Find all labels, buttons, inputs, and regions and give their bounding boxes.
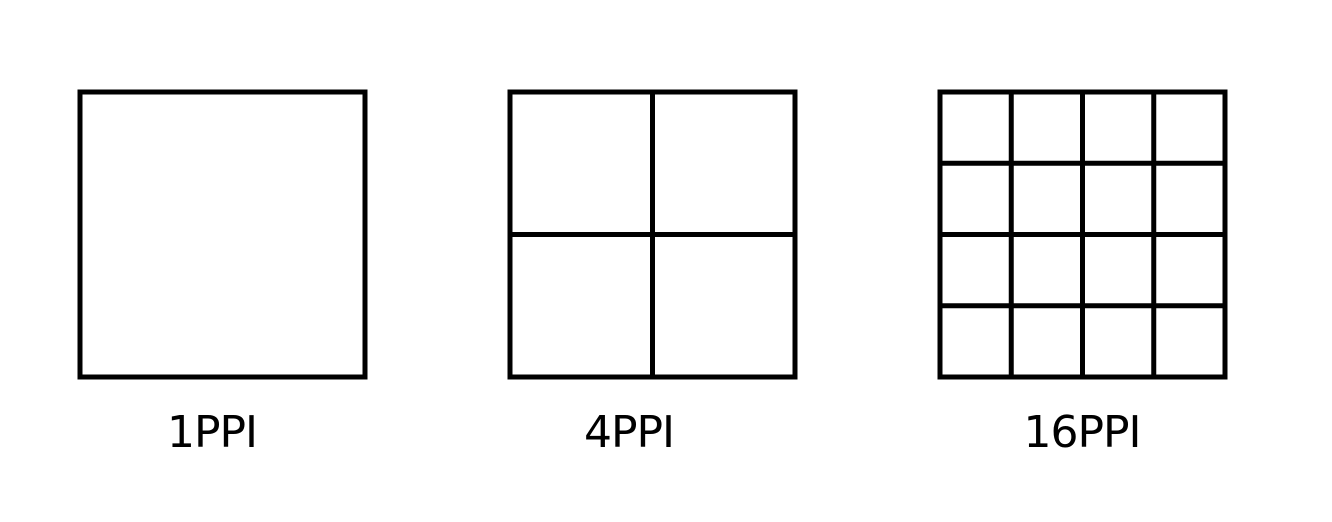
grid-4ppi (507, 89, 798, 380)
caption-1ppi: 1PPI (166, 407, 258, 458)
caption-4ppi: 4PPI (583, 407, 675, 458)
caption-16ppi: 16PPI (1023, 407, 1141, 458)
grid-outline (77, 89, 368, 380)
grid-16ppi (937, 89, 1228, 380)
grid-1ppi (77, 89, 368, 380)
